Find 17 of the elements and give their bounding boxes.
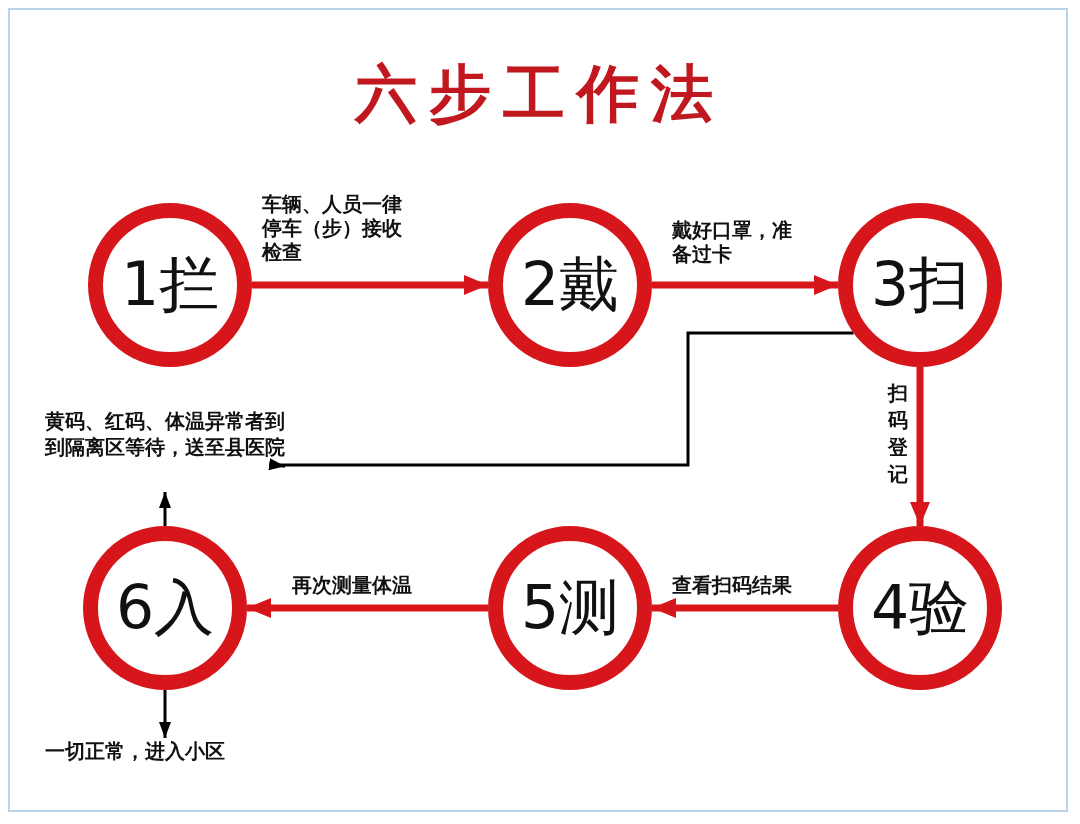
step-label: 3扫: [870, 247, 970, 321]
arrow: [247, 598, 488, 618]
arrow: [159, 690, 171, 738]
note-text: 一切正常，进入小区: [45, 738, 285, 766]
title: 六步工作法: [355, 56, 725, 132]
note-text: 黄码、红码、体温异常者到到隔离区等待，送至县医院: [45, 408, 285, 492]
step-label: 6入: [115, 570, 215, 644]
arrow: [910, 367, 930, 526]
arrow: [652, 598, 838, 618]
step-label: 1拦: [120, 247, 220, 321]
step-label: 4验: [870, 570, 970, 644]
arrow: [252, 275, 488, 295]
arrow: [652, 275, 838, 295]
arrow: [268, 331, 854, 471]
step-label: 5测: [520, 570, 620, 644]
arrow: [159, 492, 171, 526]
step-label: 2戴: [520, 247, 620, 321]
